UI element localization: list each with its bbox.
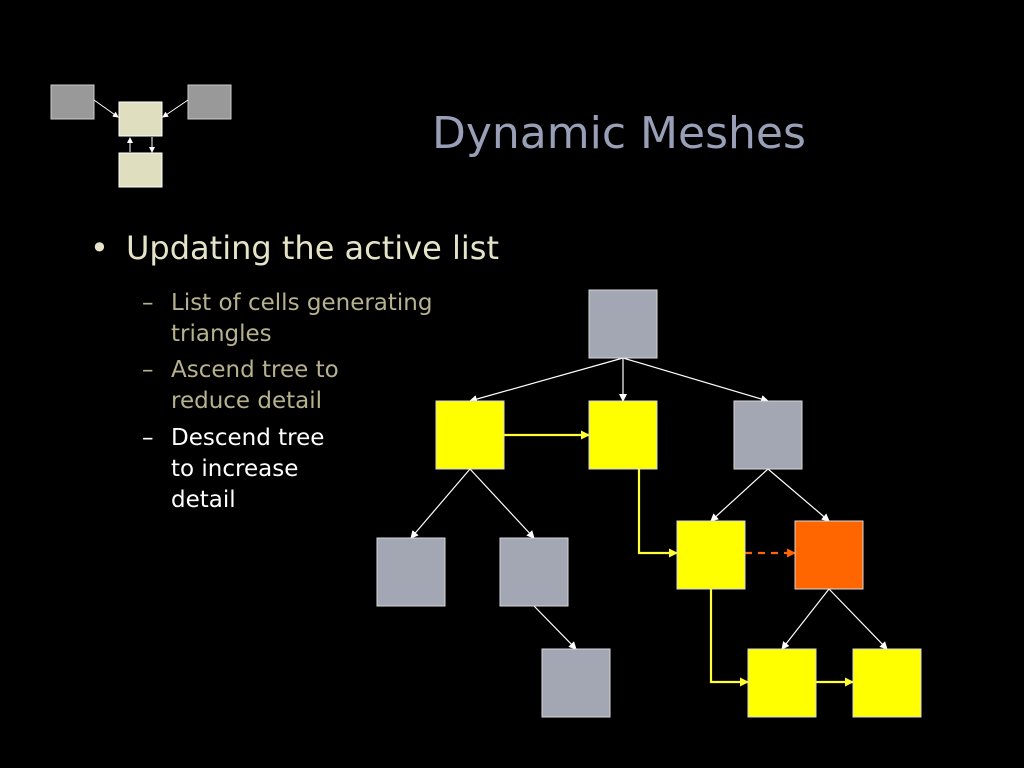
tree-node-c2b	[852, 648, 922, 718]
logo-box-bottom	[118, 152, 163, 188]
slide-title: Dynamic Meshes	[432, 108, 806, 159]
logo-box-center	[118, 101, 163, 137]
logo-box-right	[187, 84, 232, 120]
tree-edge-root-c	[622, 357, 769, 403]
logo-arrow-left	[93, 99, 119, 118]
tree-node-a	[435, 400, 505, 470]
tree-node-c2a	[747, 648, 817, 718]
tree-edge-root-a	[469, 357, 624, 403]
subitem-line: Descend tree	[171, 425, 325, 451]
active-link-b-c1	[637, 469, 678, 558]
tree-node-a2a	[541, 648, 611, 718]
tree-edge-c-c1	[710, 468, 769, 522]
subitem-dash: –	[142, 425, 154, 451]
subitem-line: triangles	[171, 321, 272, 347]
tree-edge-c2-c2b	[828, 588, 888, 650]
subitem-line: List of cells generating	[171, 290, 433, 316]
tree-edge-a-a2	[469, 468, 535, 539]
tree-edge-a-a1	[410, 468, 471, 539]
logo-arrow-right	[162, 99, 189, 118]
tree-node-b	[588, 400, 658, 470]
logo-diagram	[50, 84, 232, 188]
tree-node-c1	[676, 520, 746, 590]
subitem-line: detail	[171, 487, 236, 513]
tree-node-root	[588, 289, 658, 359]
tree-edge-a2-a2a	[533, 605, 577, 650]
subitem-dash: –	[142, 290, 154, 316]
active-link-c1-c2a	[709, 589, 749, 687]
logo-box-left	[50, 84, 95, 120]
tree-node-c	[733, 400, 803, 470]
bullet-item: • Updating the active list	[90, 226, 499, 270]
tree-node-a2	[499, 537, 569, 607]
subitem-dash: –	[142, 357, 154, 383]
subitem-line: to increase	[171, 456, 299, 482]
bullet-text: Updating the active list	[126, 229, 499, 267]
tree-node-a1	[376, 537, 446, 607]
tree-edge-c2-c2a	[781, 588, 830, 650]
tree-edge-c-c2	[767, 468, 830, 522]
subitem-line: reduce detail	[171, 388, 323, 414]
subitem-line: Ascend tree to	[171, 357, 339, 383]
bullet-dot: •	[90, 229, 109, 267]
tree-node-c2	[794, 520, 864, 590]
